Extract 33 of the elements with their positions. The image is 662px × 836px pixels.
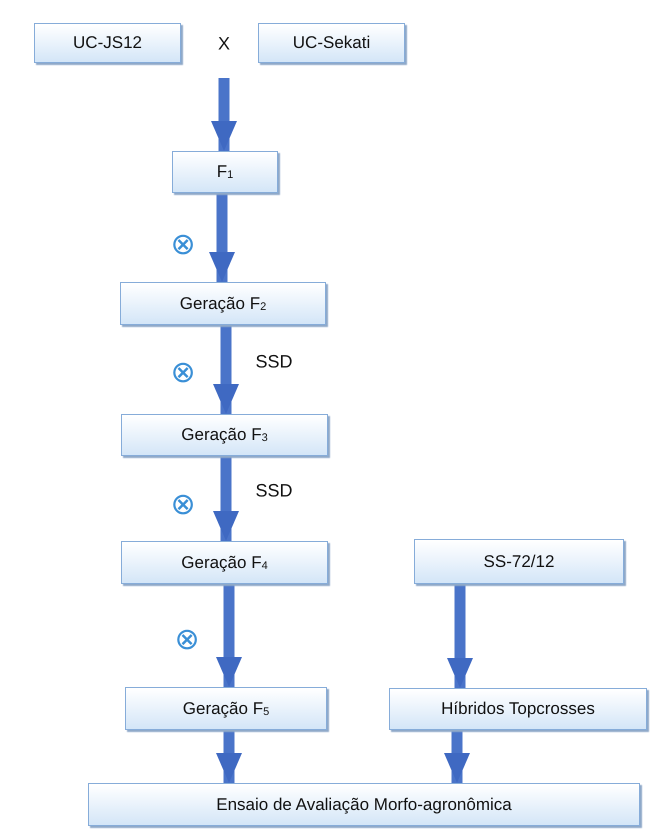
- selfing-symbol: ⊗: [170, 490, 196, 520]
- arrow: [213, 456, 239, 541]
- arrow: [447, 584, 473, 688]
- arrow: [444, 730, 470, 783]
- process-box: [172, 151, 278, 193]
- selfing-symbol: ⊗: [170, 230, 196, 260]
- process-box: [120, 282, 326, 325]
- box-label: F$_{1}$: [216, 162, 234, 182]
- box-label: Geração F$_{2}$: [180, 294, 266, 314]
- process-box: [258, 23, 405, 63]
- arrow: [216, 730, 242, 783]
- cross-sign: X: [218, 34, 230, 54]
- process-box: [414, 539, 624, 584]
- selfing-symbol: ⊗: [174, 625, 200, 655]
- box-label: UC-JS12: [73, 33, 142, 53]
- selfing-symbol: ⊗: [170, 358, 196, 388]
- process-box: [88, 783, 640, 826]
- box-label: UC-Sekati: [292, 33, 370, 53]
- process-box: [389, 688, 647, 730]
- box-label: SS-72/12: [484, 552, 554, 572]
- arrow: [216, 584, 242, 687]
- process-box: [34, 23, 181, 63]
- box-label: Geração F$_{5}$: [182, 698, 270, 718]
- box-label: Geração F$_{4}$: [181, 552, 268, 572]
- process-box: [121, 414, 328, 456]
- box-label: Ensaio de Avaliação Morfo-agronômica: [216, 794, 512, 814]
- arrow: [211, 78, 237, 151]
- process-box: [125, 687, 327, 730]
- arrow: [213, 325, 239, 414]
- process-box: [121, 541, 328, 584]
- box-label: Geração F$_{3}$: [181, 425, 268, 445]
- box-label: Híbridos Topcrosses: [441, 699, 595, 719]
- arrow: [209, 193, 235, 282]
